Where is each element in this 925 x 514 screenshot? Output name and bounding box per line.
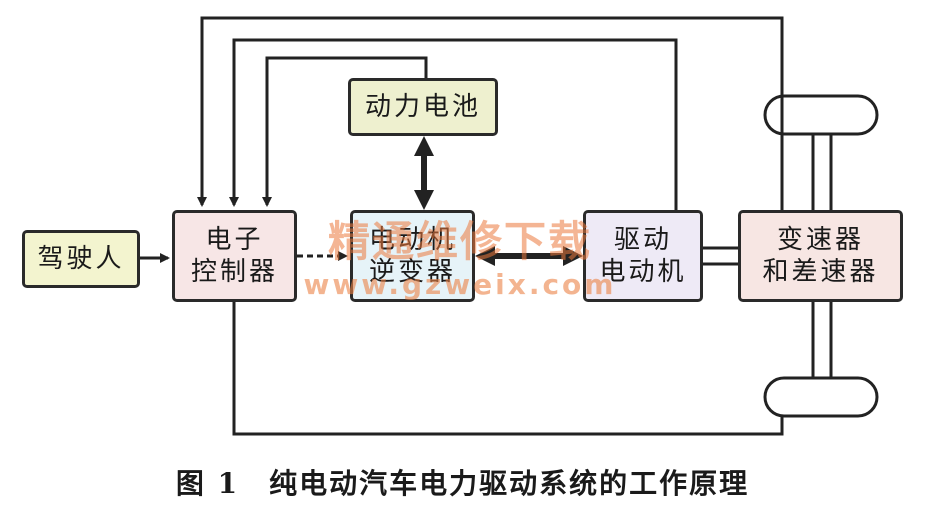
inverter-motor-arrow-left	[475, 246, 495, 266]
controller-block: 电子 控制器	[172, 210, 297, 302]
battery-feedback-line	[262, 56, 428, 207]
gearbox-label-line1: 变速器	[776, 225, 864, 255]
wheel-sensor-line	[232, 302, 784, 436]
gearbox-feedback-line	[197, 16, 784, 210]
battery-inverter-arrow-up	[414, 136, 434, 156]
controller-label-line1: 电子	[205, 225, 264, 255]
battery-label: 动力电池	[364, 92, 481, 122]
battery-inverter-arrow-down	[414, 190, 434, 210]
figure-number: 图 1	[175, 467, 240, 500]
inverter-block: 电动机 逆变器	[350, 210, 475, 302]
inverter-motor-arrow-right	[563, 246, 583, 266]
driver-label: 驾驶人	[37, 244, 125, 274]
gearbox-label-line2: 和差速器	[762, 257, 879, 287]
controller-label-line2: 控制器	[190, 257, 278, 287]
front-wheel	[763, 94, 879, 136]
motor-block: 驱动 电动机	[583, 210, 703, 302]
motor-feedback-line	[229, 38, 678, 210]
battery-block: 动力电池	[348, 78, 498, 136]
motor-label-line2: 电动机	[599, 257, 687, 287]
rear-wheel	[763, 376, 879, 418]
driver-block: 驾驶人	[22, 230, 140, 288]
motor-label-line1: 驱动	[613, 225, 672, 255]
figure-caption: 图 1 纯电动汽车电力驱动系统的工作原理	[0, 462, 925, 502]
inverter-label-line1: 电动机	[368, 225, 456, 255]
figure-title: 纯电动汽车电力驱动系统的工作原理	[269, 467, 750, 500]
gearbox-block: 变速器 和差速器	[738, 210, 903, 302]
inverter-label-line2: 逆变器	[368, 257, 456, 287]
